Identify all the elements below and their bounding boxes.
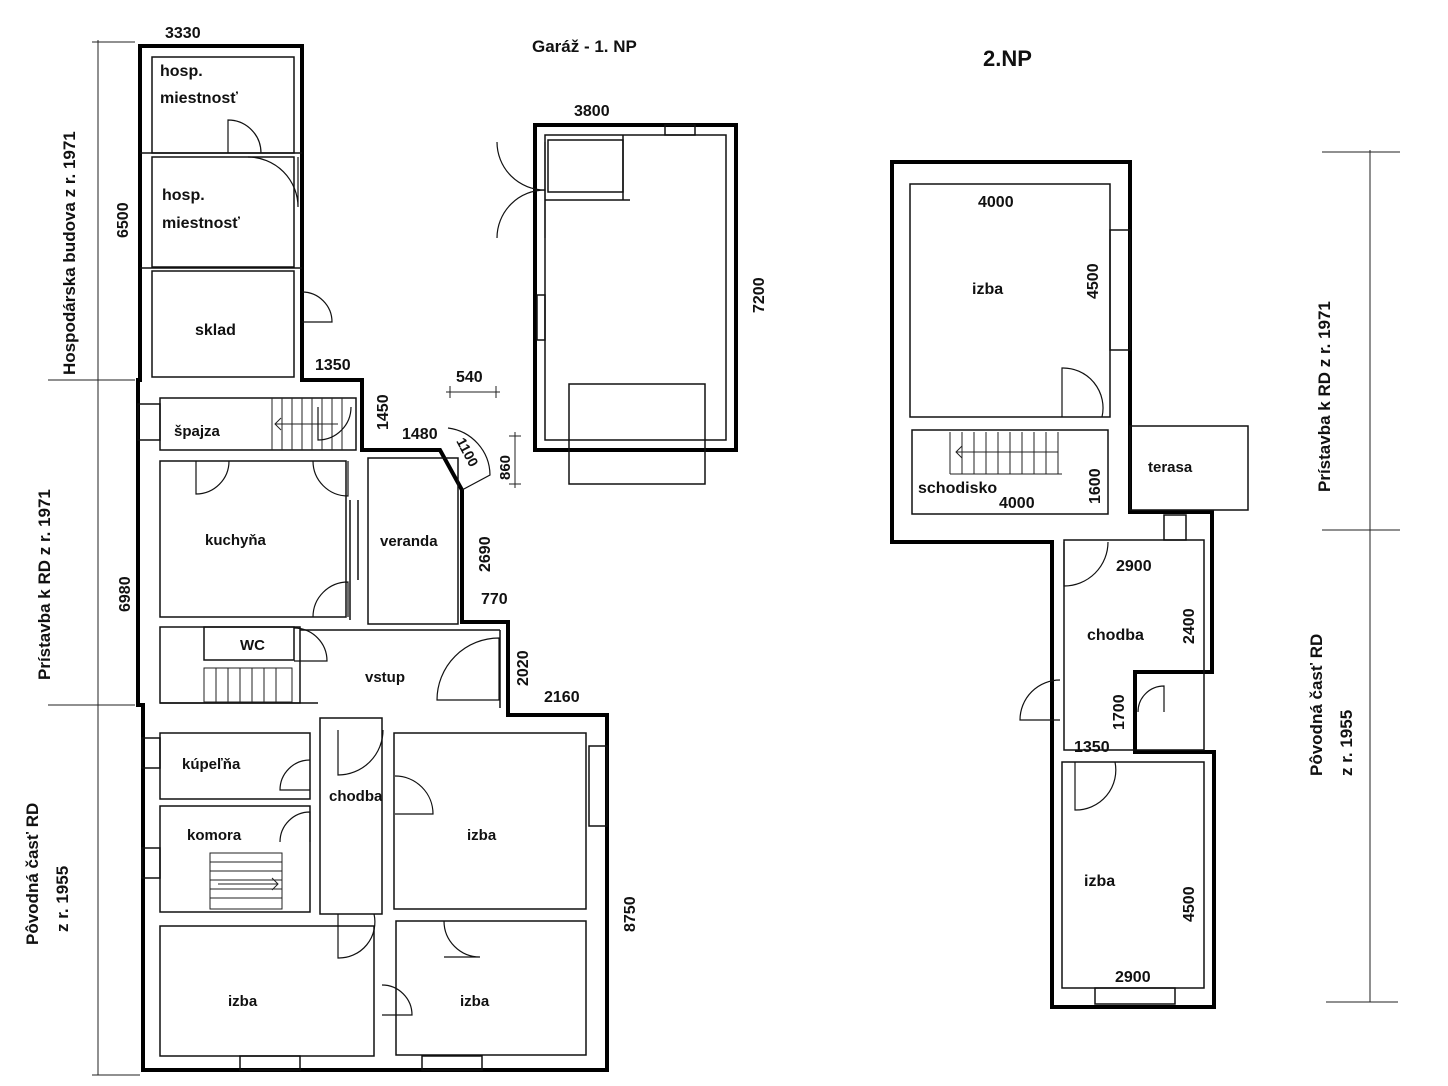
side-label-original-left-line1: Pôvodná časť RD — [23, 803, 42, 945]
2np-dim-chodba-width: 2900 — [1116, 558, 1152, 575]
side-label-extension-left: Prístavba k RD z r. 1971 — [35, 489, 54, 680]
doors-1np — [195, 119, 500, 1016]
1np-outer-wall — [136, 44, 609, 1072]
2np-room-label-izba-top: izba — [972, 281, 1003, 298]
dim-step-1450: 1450 — [375, 394, 392, 430]
dim-bay-860: 860 — [497, 455, 514, 480]
2np-dim-step-1700: 1700 — [1111, 694, 1128, 730]
dim-veranda-2690: 2690 — [477, 536, 494, 572]
2np-room-label-terasa: terasa — [1148, 459, 1193, 476]
2np-room-label-chodba: chodba — [1087, 627, 1144, 644]
stairs-komora — [209, 852, 283, 910]
dim-bay-540: 540 — [456, 369, 483, 386]
stairs-vstup — [203, 667, 293, 703]
dim-top-width: 3330 — [165, 25, 201, 42]
room-label-sklad: sklad — [195, 322, 236, 339]
dim-farm-height: 6500 — [115, 202, 132, 238]
2np-dim-izba-bottom-height: 4500 — [1181, 886, 1198, 922]
2np-room-label-izba-bottom: izba — [1084, 873, 1115, 890]
room-label-vstup: vstup — [365, 669, 405, 686]
room-label-hosp1-line1: hosp. — [160, 63, 203, 80]
dim-orig-height: 8750 — [622, 896, 639, 932]
room-label-spajza: špajza — [174, 423, 221, 440]
dim-ext-height: 6980 — [117, 576, 134, 612]
dim-step-1350: 1350 — [315, 357, 351, 374]
left-dimension-lines — [48, 40, 140, 1076]
2np-dim-step-1350: 1350 — [1074, 739, 1110, 756]
2np-dim-izba-width: 4000 — [978, 194, 1014, 211]
side-label-farm-building: Hospodárska budova z r. 1971 — [60, 131, 79, 375]
room-label-hosp1-line2: miestnosť — [160, 90, 238, 107]
room-label-kuchyna: kuchyňa — [205, 532, 267, 549]
garage-plan: Garáž - 1. NP 3800 7200 — [496, 37, 768, 485]
2np-dim-chodba-height: 2400 — [1181, 608, 1198, 644]
dim-step-770: 770 — [481, 591, 508, 608]
bay-dimension-lines — [446, 386, 521, 488]
stairs-spajza — [271, 398, 343, 450]
2np-room-label-schodisko: schodisko — [918, 480, 997, 497]
first-floor-plan: hosp. miestnosť hosp. miestnosť sklad šp… — [115, 25, 639, 1072]
room-label-izba-bottom-right: izba — [460, 993, 490, 1010]
second-floor-plan: 2.NP — [890, 46, 1249, 1009]
room-label-izba-right: izba — [467, 827, 497, 844]
room-label-chodba: chodba — [329, 788, 383, 805]
side-label-original-right-line2: z r. 1955 — [1337, 710, 1356, 776]
room-label-hosp2-line1: hosp. — [162, 187, 205, 204]
2np-dim-izba-bottom-width: 2900 — [1115, 969, 1151, 986]
dim-step-2020: 2020 — [515, 650, 532, 686]
garage-title: Garáž - 1. NP — [532, 37, 637, 56]
side-label-original-left-line2: z r. 1955 — [53, 866, 72, 932]
garage-dim-height: 7200 — [751, 277, 768, 313]
stairs-2np — [949, 432, 1062, 475]
side-label-original-right-line1: Pôvodná časť RD — [1307, 634, 1326, 776]
2np-outer-wall — [890, 160, 1216, 1009]
room-label-komora: komora — [187, 827, 242, 844]
side-label-extension-right: Prístavba k RD z r. 1971 — [1315, 301, 1334, 492]
2np-dim-izba-height: 4500 — [1085, 263, 1102, 299]
garage-dim-width: 3800 — [574, 103, 610, 120]
room-label-kupelna: kúpeľňa — [182, 756, 241, 773]
dim-step-2160: 2160 — [544, 689, 580, 706]
2np-dim-stair-width: 4000 — [999, 495, 1035, 512]
right-dimension-lines — [1322, 150, 1400, 1003]
dim-bay-1480: 1480 — [402, 426, 438, 443]
second-floor-title: 2.NP — [983, 46, 1032, 71]
doors-2np — [1019, 367, 1165, 811]
room-label-izba-bottom-left: izba — [228, 993, 258, 1010]
room-label-hosp2-line2: miestnosť — [162, 215, 240, 232]
2np-dim-stair-height: 1600 — [1087, 468, 1104, 504]
room-label-wc: WC — [240, 637, 265, 654]
room-label-veranda: veranda — [380, 533, 438, 550]
